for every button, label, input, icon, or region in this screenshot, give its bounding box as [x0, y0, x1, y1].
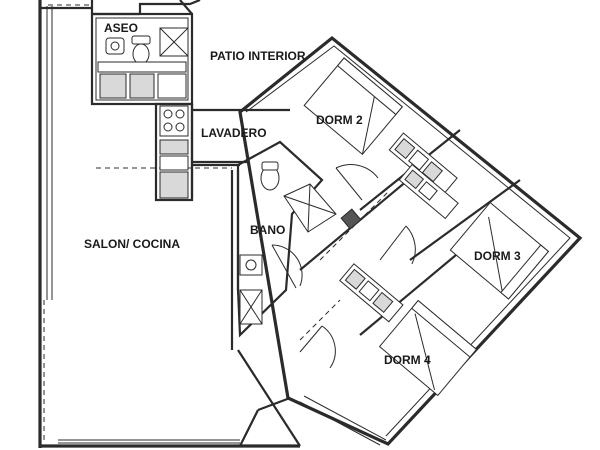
balcony	[239, 395, 387, 447]
label-lavadero: LAVADERO	[201, 126, 267, 140]
label-dorm-3: DORM 3	[474, 249, 521, 263]
dorm4-bed	[378, 299, 478, 397]
aseo-block	[90, 0, 201, 106]
dorm2-closet	[388, 132, 458, 196]
label-dorm-2: DORM 2	[316, 113, 363, 127]
label-aseo: ASEO	[104, 21, 138, 35]
label-dorm-4: DORM 4	[384, 353, 431, 367]
label-bano: BANO	[250, 223, 285, 237]
dorm4-closet	[339, 263, 404, 323]
dorm2-bed	[303, 57, 403, 156]
label-patio-interior: PATIO INTERIOR	[210, 49, 306, 63]
kitchen-counter	[154, 102, 194, 202]
dorm3-bed	[449, 201, 550, 300]
bano-block	[236, 140, 337, 338]
label-salon-cocina: SALON/ COCINA	[84, 237, 180, 251]
dorm3-closet	[398, 163, 459, 220]
door-swings	[299, 164, 416, 369]
